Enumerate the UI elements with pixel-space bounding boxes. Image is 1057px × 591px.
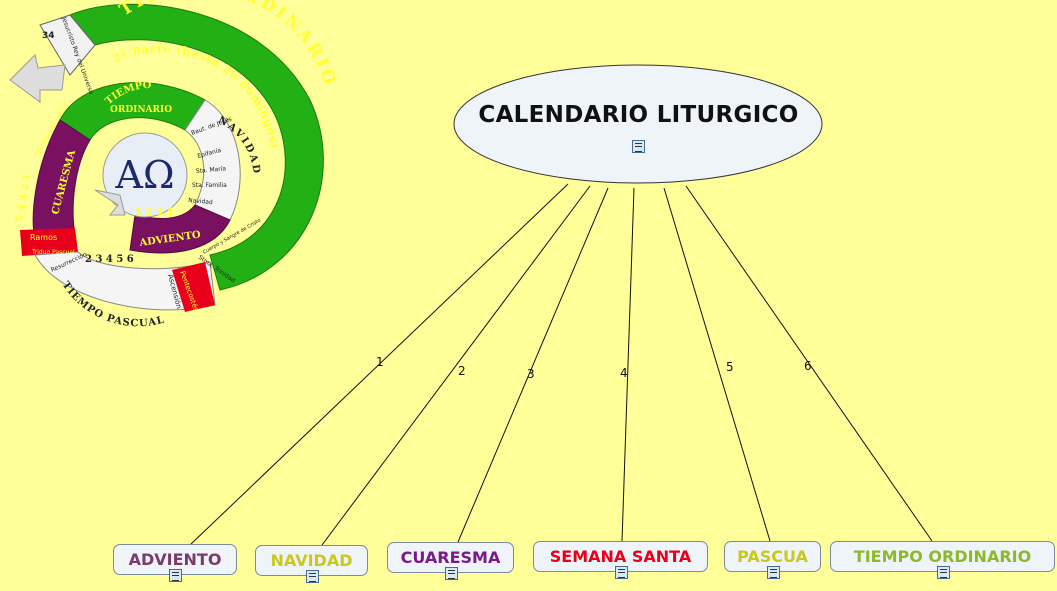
document-icon[interactable] [444,567,458,580]
connection-line-3 [457,187,609,543]
wheel-santa-maria: Sta. María [196,165,227,175]
document-icon[interactable] [632,140,645,153]
link-label-4: 4 [620,366,628,380]
concept-navidad[interactable]: NAVIDAD [255,545,368,583]
concept-cuaresma[interactable]: CUARESMA [387,542,514,580]
link-label-2: 2 [458,364,466,378]
wheel-sagrada-familia: Sta. Familia [192,182,227,189]
alpha-omega-symbol: AΩ [115,153,175,197]
link-label-3: 3 [527,367,535,381]
link-label-6: 6 [804,359,812,373]
wheel-inner-title-2: ORDINARIO [110,105,172,115]
document-icon[interactable] [169,569,182,582]
wheel-numbers-pascual: 2 3 4 5 6 [85,254,134,265]
document-icon[interactable] [936,566,950,579]
root-title: CALENDARIO LITURGICO [478,102,799,128]
concept-label: SEMANA SANTA [549,547,692,566]
connection-lines [189,183,933,546]
document-icon[interactable] [305,570,319,583]
connection-line-5 [663,187,771,542]
concept-pascua[interactable]: PASCUA [724,541,821,579]
connection-line-6 [685,185,933,542]
wheel-ramos: Ramos [30,233,57,242]
concept-label: PASCUA [737,547,808,566]
link-label-5: 5 [726,360,734,374]
wheel-natividad: Navidad [188,197,213,206]
root-node-ellipse[interactable] [453,64,823,184]
connection-line-2 [321,185,591,546]
liturgical-wheel-image: AΩ TIEMPO ORDINARIO 2ª Parte (hasta 26 d… [9,0,337,329]
document-icon[interactable] [614,566,628,579]
connection-line-4 [621,187,635,542]
concept-adviento[interactable]: ADVIENTO [113,544,237,582]
concept-tiempo-ordinario[interactable]: TIEMPO ORDINARIO [830,541,1055,579]
wheel-number-34: 34 [42,31,55,41]
concept-label: TIEMPO ORDINARIO [853,547,1032,566]
root-node[interactable]: CALENDARIO LITURGICO [453,64,824,184]
link-label-1: 1 [376,355,384,369]
concept-label: ADVIENTO [128,550,222,569]
concept-label: CUARESMA [400,548,501,567]
connection-line-1 [189,183,569,546]
wheel-triduo: Triduo Pascual [31,249,75,256]
wheel-numbers-adviento: 1 2 3 4 [135,207,173,218]
wheel-numbers-cuaresma: 5 4 3 2 1 [14,173,33,223]
document-icon[interactable] [766,566,780,579]
concept-semana-santa[interactable]: SEMANA SANTA [533,541,708,579]
concept-label: NAVIDAD [270,551,353,570]
